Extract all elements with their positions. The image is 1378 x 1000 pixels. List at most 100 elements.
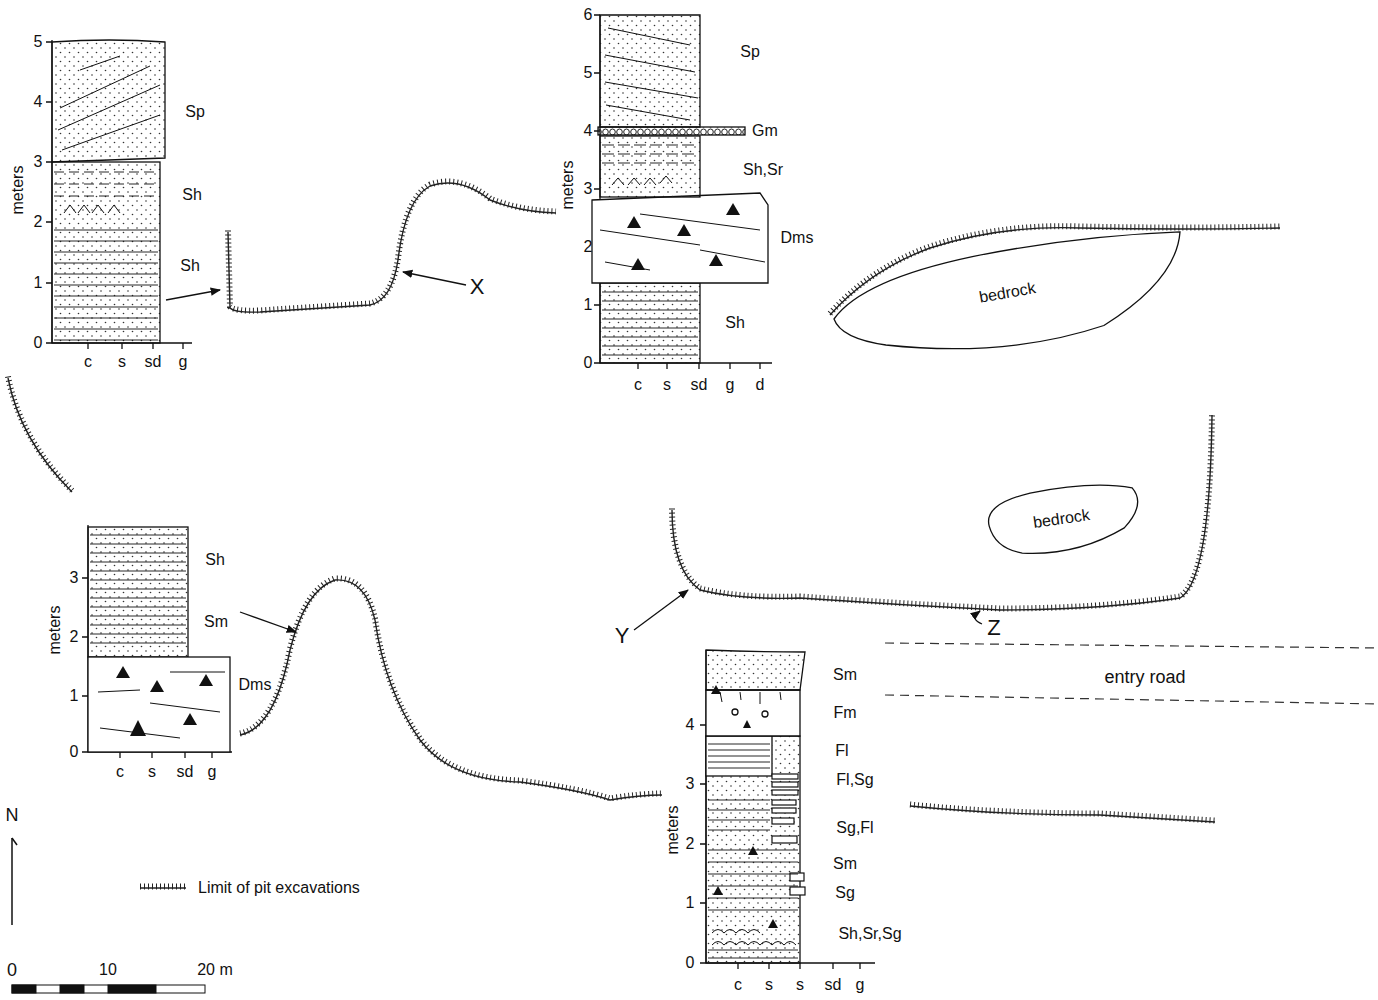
pit-limit xyxy=(672,415,1212,610)
grain-size: g xyxy=(179,354,188,370)
leader-arrow xyxy=(166,290,220,300)
grain-size: g xyxy=(726,377,735,393)
strat-column xyxy=(772,836,797,843)
facies-code: Sh xyxy=(180,258,200,274)
strat-column xyxy=(88,752,232,758)
bedding-lines xyxy=(90,562,186,563)
bedrock-outcrop: bedrock xyxy=(834,228,1180,358)
strat-column xyxy=(711,685,778,928)
bedding-lines xyxy=(708,750,770,751)
strat-column xyxy=(768,919,778,928)
pit-limit xyxy=(8,182,1280,822)
bedding-lines xyxy=(602,154,698,155)
strat-column xyxy=(52,162,160,343)
bedding-lines xyxy=(708,874,798,875)
strat-column xyxy=(706,736,800,963)
grain-size: sd xyxy=(691,377,708,393)
map-label: Y xyxy=(615,625,630,647)
strat-column xyxy=(706,736,772,776)
bedding-lines xyxy=(90,625,186,626)
axis-number: 3 xyxy=(70,570,79,586)
bedding-lines xyxy=(602,328,698,329)
strat-column xyxy=(98,672,225,738)
bedding-lines xyxy=(602,310,698,311)
scale-bar xyxy=(12,985,205,993)
strat-column xyxy=(772,774,798,779)
map-label: N xyxy=(6,806,19,824)
bedding-lines xyxy=(602,346,698,347)
strat-column xyxy=(52,40,165,162)
grain-size: s xyxy=(663,377,671,393)
strat-column xyxy=(58,56,160,150)
strat-column xyxy=(600,15,700,127)
strat-column xyxy=(592,15,772,369)
bedding-lines xyxy=(54,263,158,264)
scale-bar xyxy=(12,985,205,993)
axis-number: 5 xyxy=(584,65,593,81)
map-label: Z xyxy=(987,617,1000,639)
bedding-lines xyxy=(90,643,186,644)
axis-number: 2 xyxy=(34,214,43,230)
strat-column xyxy=(772,774,805,895)
axis-number: 1 xyxy=(34,275,43,291)
north-arrow xyxy=(12,838,17,845)
strat-column xyxy=(706,690,800,736)
facies-code: Sp xyxy=(185,104,205,120)
pit-limit xyxy=(240,578,662,798)
strat-column xyxy=(116,666,130,678)
leader-arrow xyxy=(403,272,466,285)
bedding-lines xyxy=(90,616,186,617)
entry-road xyxy=(885,695,1378,704)
strat-column xyxy=(713,886,723,895)
strat-column xyxy=(150,680,164,692)
strat-column xyxy=(700,650,875,969)
strat-column xyxy=(88,527,188,657)
facies-code: Fm xyxy=(833,705,856,721)
bedding-lines xyxy=(54,145,798,958)
bedding-lines xyxy=(602,301,698,302)
bedding-lines xyxy=(90,580,186,581)
bedding-lines xyxy=(708,958,798,959)
scale-bar xyxy=(60,985,84,993)
bedding-lines xyxy=(708,800,770,801)
strat-column xyxy=(762,711,768,717)
bedding-lines xyxy=(602,355,698,356)
bedding-lines xyxy=(708,910,798,911)
facies-code: Dms xyxy=(781,230,814,246)
strat-column xyxy=(706,650,805,690)
strat-column xyxy=(199,674,213,686)
axis-number: 1 xyxy=(584,297,593,313)
bedding-lines xyxy=(54,230,158,231)
strat-column xyxy=(600,363,772,369)
strat-column xyxy=(700,650,706,963)
legend-sample xyxy=(140,884,186,890)
north-arrow xyxy=(11,838,13,925)
pit-limit xyxy=(8,378,72,492)
facies-code: Sg,Fl xyxy=(836,820,873,836)
bedding-lines xyxy=(54,196,158,197)
bedding-lines xyxy=(90,607,186,608)
strat-column xyxy=(46,40,52,343)
bedding-lines xyxy=(708,886,798,887)
map-label: 0 xyxy=(7,961,17,979)
pit-limit xyxy=(910,805,1215,821)
strat-column xyxy=(600,214,765,270)
facies-code: Sm xyxy=(833,667,857,683)
strat-column xyxy=(772,782,798,787)
axis-number: 1 xyxy=(686,895,695,911)
axis-number: 2 xyxy=(70,629,79,645)
bedding-lines xyxy=(708,820,770,821)
leader-arrow xyxy=(634,590,688,630)
bedding-lines xyxy=(54,329,158,330)
facies-code: Sp xyxy=(740,44,760,60)
axis-number: 4 xyxy=(584,123,593,139)
strat-column xyxy=(772,790,798,795)
grain-size: d xyxy=(756,377,765,393)
bedding-lines xyxy=(54,318,158,319)
strat-column xyxy=(116,666,213,736)
bedding-lines xyxy=(90,544,186,545)
facies-code: Sh xyxy=(205,552,225,568)
strat-column xyxy=(726,203,740,215)
strat-column xyxy=(183,713,197,725)
strat-column xyxy=(130,720,146,736)
